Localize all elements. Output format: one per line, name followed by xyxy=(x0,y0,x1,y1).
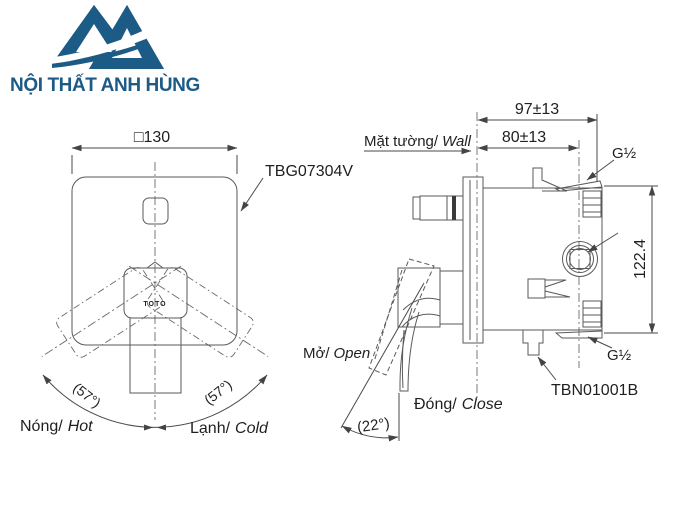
phantom-lever-right xyxy=(41,265,182,358)
dimension-width-130: □130 xyxy=(71,129,238,174)
front-product-code: TBG07304V xyxy=(240,163,353,212)
angle-right-label: (57°) xyxy=(201,376,235,407)
side-view: (22°) 97±13 80±13 Mặt tường/Wall 122.4 xyxy=(303,101,658,442)
thread-top-group: G½ xyxy=(586,145,637,181)
dim-width-label: □130 xyxy=(134,129,170,146)
side-product-code: TBN01001B xyxy=(537,356,638,399)
thread-top-label: G½ xyxy=(612,145,637,162)
angle-left-label: (57°) xyxy=(70,379,104,410)
phantom-lever-left xyxy=(128,265,269,358)
dim-total-label: 97±13 xyxy=(515,101,559,118)
dim-wall-label: 80±13 xyxy=(502,129,546,146)
thread-bottom-label: G½ xyxy=(607,347,632,364)
wall-label: Mặt tường/Wall xyxy=(364,133,472,150)
open-close-angle: (22°) xyxy=(340,282,425,442)
lever-open-phantom xyxy=(368,258,435,376)
dim-height-label: 122.4 xyxy=(632,239,649,279)
hot-label: Nóng/Hot xyxy=(20,418,93,435)
front-plate-outline xyxy=(71,176,238,346)
thread-bottom-group: G½ xyxy=(587,336,632,364)
diverter-button xyxy=(142,197,169,225)
close-label: Đóng/Close xyxy=(414,396,503,413)
dimension-height: 122.4 xyxy=(604,185,658,334)
brand-name: NỘI THẤT ANH HÙNG xyxy=(10,75,200,96)
front-product-code-label: TBG07304V xyxy=(265,163,353,180)
valve-body xyxy=(412,167,619,356)
angle-open-label: (22°) xyxy=(356,415,391,436)
side-handle xyxy=(368,258,464,392)
open-label: Mở/Open xyxy=(303,345,370,362)
cold-label: Lạnh/Cold xyxy=(190,420,269,437)
wall-label-group: Mặt tường/Wall xyxy=(364,133,472,155)
side-product-code-label: TBN01001B xyxy=(551,382,638,399)
dimension-depth: 97±13 80±13 xyxy=(477,101,598,182)
anh-hung-logo-icon xyxy=(52,5,164,69)
brand-logo: NỘI THẤT ANH HÙNG xyxy=(10,2,200,97)
toto-logo: TOTO xyxy=(143,301,166,308)
front-view: TOTO □130 TBG07304V (57°) (57°) Nóng/Hot… xyxy=(20,129,353,437)
front-handle: TOTO xyxy=(123,261,188,394)
